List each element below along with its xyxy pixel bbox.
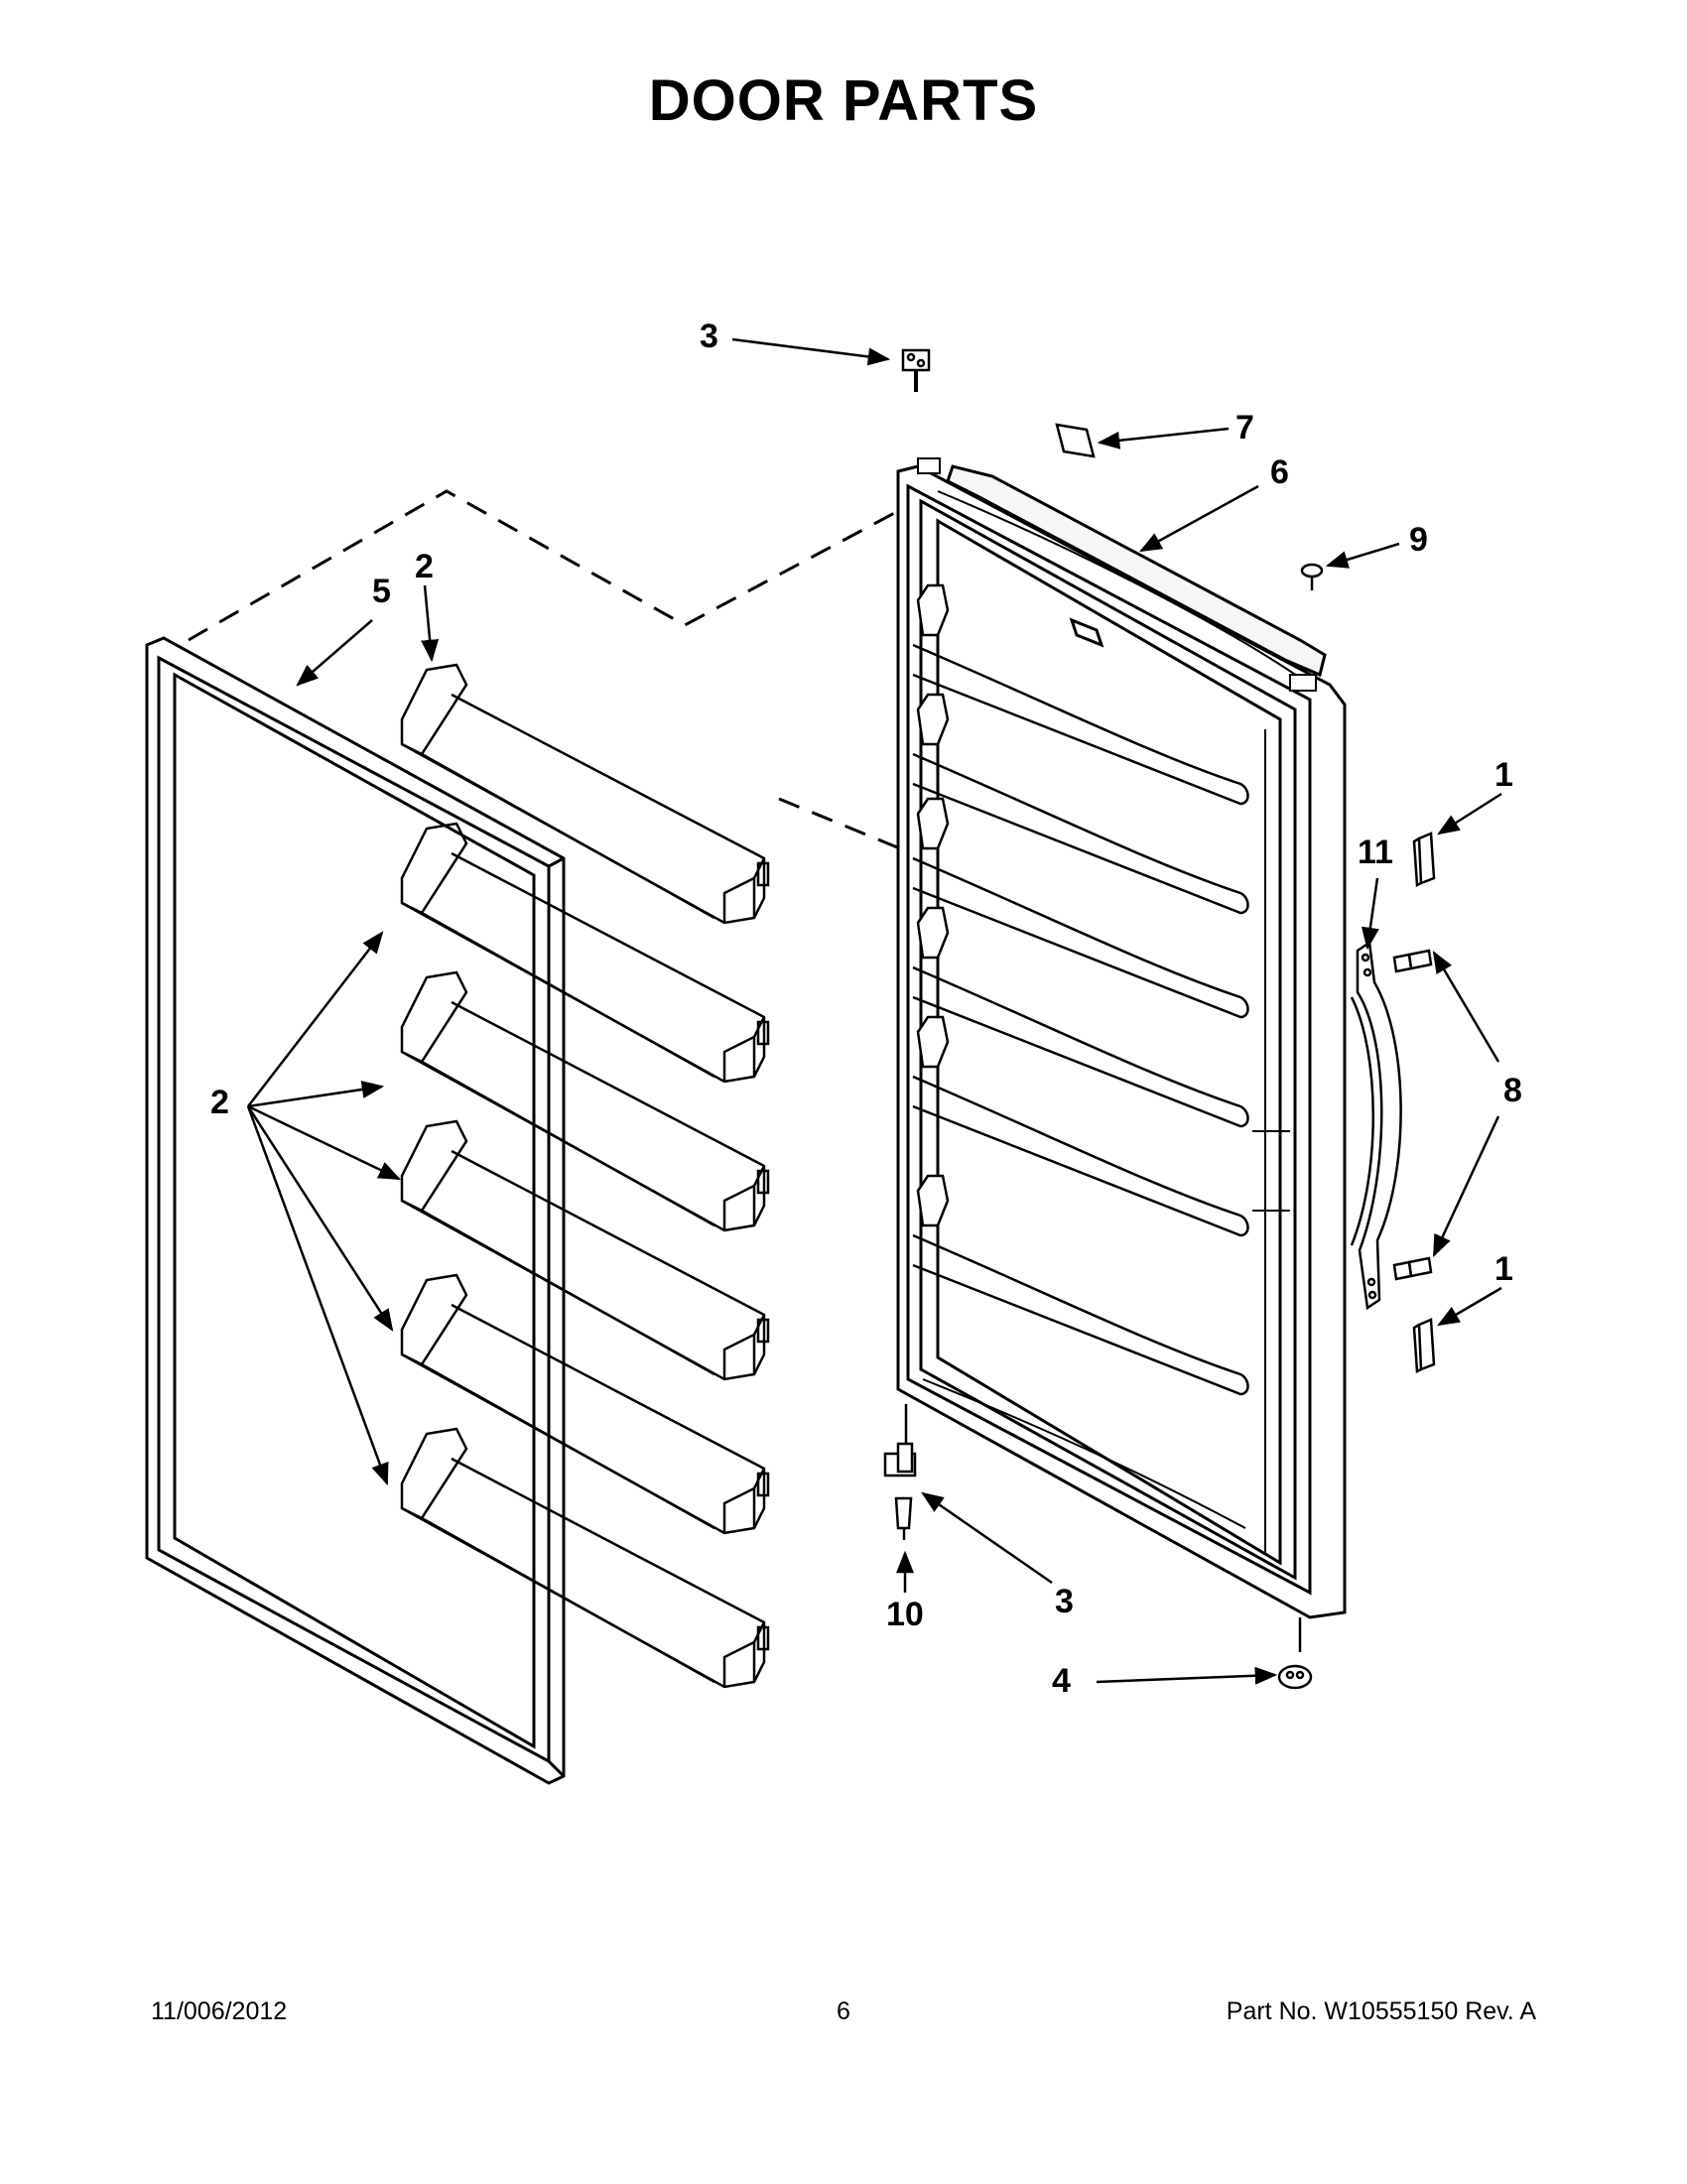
door-stop — [1277, 1617, 1313, 1690]
top-hinge — [901, 348, 931, 392]
door-bin — [400, 663, 770, 925]
door-bin — [400, 1119, 770, 1381]
callout-2-top: 2 — [415, 548, 434, 585]
label — [1055, 423, 1096, 458]
handle — [1350, 940, 1402, 1311]
callout-3-top: 3 — [700, 318, 718, 355]
screw — [1300, 563, 1324, 590]
leader-arrows — [246, 337, 1502, 1685]
footer-date: 11/006/2012 — [151, 1997, 288, 2025]
door-gasket — [145, 636, 566, 1785]
door-bin — [400, 1273, 770, 1535]
callout-6: 6 — [1270, 453, 1289, 491]
callout-numbers: 3 7 6 9 5 2 1 11 8 2 1 3 10 4 — [210, 318, 1522, 1700]
callout-2-left: 2 — [210, 1084, 229, 1121]
handle-screws — [1392, 949, 1433, 1281]
callout-5: 5 — [372, 573, 391, 610]
callout-8: 8 — [1503, 1072, 1522, 1109]
door-bin — [400, 822, 770, 1084]
door-bin — [400, 1427, 770, 1689]
footer-part-number: Part No. W10555150 Rev. A — [1226, 1997, 1536, 2025]
door-shelves — [912, 583, 1249, 1529]
freezer-door — [896, 464, 1347, 1619]
door-bin — [400, 970, 770, 1232]
callout-9: 9 — [1409, 521, 1428, 559]
callout-3-bottom: 3 — [1055, 1583, 1074, 1620]
callout-1-bottom: 1 — [1494, 1250, 1513, 1288]
callout-7: 7 — [1235, 409, 1254, 447]
callout-1-top: 1 — [1494, 756, 1513, 794]
bottom-hinge — [883, 1404, 917, 1477]
hinge-screw — [894, 1496, 913, 1540]
page-title: DOOR PARTS — [648, 68, 1039, 133]
handle-cap-bottom — [1412, 1318, 1436, 1373]
footer-page-number: 6 — [837, 1997, 850, 2025]
callout-4: 4 — [1052, 1662, 1071, 1700]
door-bins — [400, 663, 770, 1689]
door-hinge-holes — [917, 457, 1317, 692]
callout-11: 11 — [1358, 834, 1393, 871]
callout-10: 10 — [886, 1596, 924, 1633]
handle-cap-top — [1412, 832, 1436, 887]
